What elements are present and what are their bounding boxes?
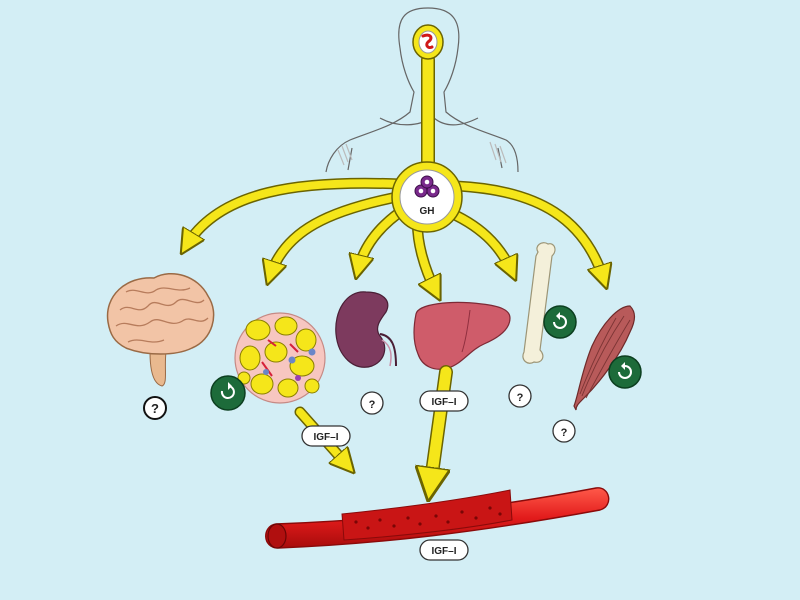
igf-adipose-label: IGF–I: [301, 425, 351, 447]
svg-text:?: ?: [151, 401, 159, 416]
bone-feedback-badge: [543, 305, 577, 339]
feedback-loop-icon: [220, 385, 235, 399]
gh-target-arrows: [186, 177, 604, 292]
kidney-icon: [335, 291, 397, 368]
brain-unknown-badge: ?: [143, 396, 167, 420]
svg-text:IGF–I: IGF–I: [431, 397, 456, 408]
igf-blood-label: IGF–I: [419, 539, 469, 561]
svg-text:?: ?: [561, 427, 568, 439]
svg-text:?: ?: [517, 392, 524, 404]
liver-icon: [413, 301, 511, 370]
svg-text:?: ?: [369, 399, 376, 411]
blood-vessel-icon: [265, 487, 610, 549]
svg-text:IGF–I: IGF–I: [313, 432, 338, 443]
bone-unknown-badge: ?: [508, 384, 532, 408]
igf-liver-label: IGF–I: [419, 390, 469, 412]
adipose-tissue-icon: [234, 312, 326, 404]
gh-label: GH: [420, 206, 435, 217]
adipose-feedback-badge: [210, 375, 246, 411]
svg-text:IGF–I: IGF–I: [431, 546, 456, 557]
muscle-feedback-badge: [608, 355, 642, 389]
human-silhouette: [325, 7, 519, 173]
kidney-unknown-badge: ?: [360, 391, 384, 415]
brain-icon: [106, 273, 215, 387]
pituitary-icon: [412, 24, 444, 60]
bone-icon: [522, 242, 556, 364]
gh-cell-icon: GH: [391, 161, 463, 233]
muscle-icon: [573, 305, 636, 411]
muscle-unknown-badge: ?: [552, 419, 576, 443]
